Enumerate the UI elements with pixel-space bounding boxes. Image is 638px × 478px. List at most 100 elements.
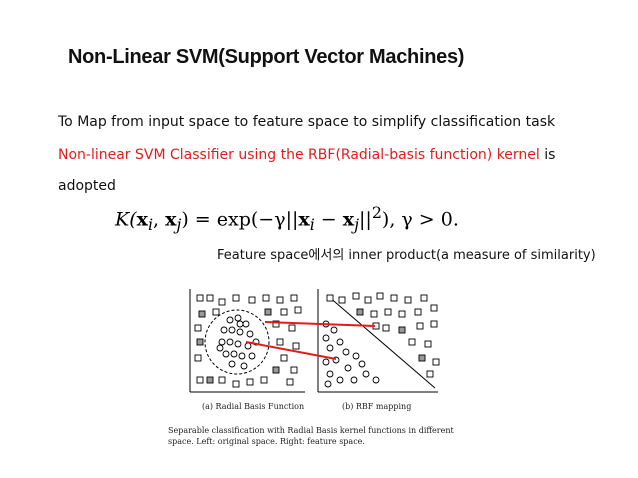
circle-point (362, 370, 370, 378)
square-point (196, 338, 204, 346)
circle-point (248, 352, 256, 360)
figure-caption: Separable classification with Radial Bas… (168, 426, 454, 446)
square-point (248, 296, 256, 304)
circle-point (218, 338, 226, 346)
square-point (352, 292, 360, 300)
square-point (272, 320, 280, 328)
body-line-2-rest: is (539, 147, 556, 163)
square-point (416, 322, 424, 330)
rbf-boundary (204, 309, 270, 375)
circle-point (240, 362, 248, 370)
square-point (398, 310, 406, 318)
linear-separator (327, 295, 436, 389)
figure-caption-a: (a) Radial Basis Function (202, 402, 305, 411)
circle-point (336, 376, 344, 384)
square-point (264, 308, 272, 316)
square-point (290, 294, 298, 302)
rbf-kernel-formula: K(xi, xj) = exp(−γ||xi − xj||2), γ > 0. (115, 203, 459, 235)
square-point (194, 324, 202, 332)
circle-point (242, 320, 250, 328)
square-point (404, 296, 412, 304)
square-point (390, 294, 398, 302)
square-point (290, 366, 298, 374)
square-point (370, 310, 378, 318)
feature-space-panel (317, 289, 440, 393)
circle-point (226, 316, 234, 324)
slide-title: Non-Linear SVM(Support Vector Machines) (68, 46, 465, 68)
circle-point (358, 360, 366, 368)
square-point (364, 296, 372, 304)
circle-point (326, 344, 334, 352)
circle-point (230, 350, 238, 358)
circle-point (234, 314, 242, 322)
highlighted-text: Non-linear SVM Classifier using the RBF(… (58, 147, 540, 163)
circle-point (222, 350, 230, 358)
mapping-arrow-1 (264, 321, 376, 327)
square-point (272, 366, 280, 374)
circle-point (342, 348, 350, 356)
circle-point (336, 338, 344, 346)
square-point (294, 306, 302, 314)
square-point (408, 338, 416, 346)
square-point (246, 378, 254, 386)
square-point (384, 308, 392, 316)
square-point (218, 376, 226, 384)
circle-point (322, 334, 330, 342)
square-point (198, 310, 206, 318)
original-space-panel (189, 289, 305, 393)
square-point (262, 294, 270, 302)
circle-point (326, 370, 334, 378)
square-point (276, 338, 284, 346)
square-point (232, 294, 240, 302)
square-point (398, 326, 406, 334)
circle-point (244, 342, 252, 350)
square-point (376, 292, 384, 300)
circle-point (238, 352, 246, 360)
circle-point (234, 340, 242, 348)
circle-point (216, 344, 224, 352)
circle-point (372, 376, 380, 384)
square-point (326, 294, 334, 302)
square-point (288, 324, 296, 332)
square-point (218, 298, 226, 306)
square-point (432, 358, 440, 366)
square-point (424, 340, 432, 348)
square-point (232, 380, 240, 388)
figure-caption-b: (b) RBF mapping (342, 402, 412, 411)
circle-point (322, 358, 330, 366)
square-point (382, 324, 390, 332)
circle-point (228, 360, 236, 368)
square-point (426, 370, 434, 378)
circle-point (228, 326, 236, 334)
square-point (196, 294, 204, 302)
circle-point (324, 380, 332, 388)
circle-point (220, 326, 228, 334)
square-point (196, 376, 204, 384)
square-point (206, 376, 214, 384)
similarity-note: Feature space에서의 inner product(a measure… (217, 248, 596, 263)
circle-point (350, 376, 358, 384)
circle-point (236, 320, 244, 328)
circle-point (236, 328, 244, 336)
circle-point (246, 330, 254, 338)
circle-point (226, 338, 234, 346)
square-point (194, 354, 202, 362)
square-point (280, 354, 288, 362)
square-point (430, 304, 438, 312)
square-point (430, 320, 438, 328)
circle-point (344, 364, 352, 372)
square-point (292, 342, 300, 350)
square-point (276, 296, 284, 304)
square-point (260, 376, 268, 384)
body-line-3: adopted (58, 178, 116, 194)
square-point (206, 294, 214, 302)
circle-point (352, 352, 360, 360)
rbf-mapping-figure (189, 289, 440, 393)
body-line-2: Non-linear SVM Classifier using the RBF(… (58, 147, 555, 163)
square-point (420, 294, 428, 302)
body-line-1: To Map from input space to feature space… (58, 114, 556, 130)
square-point (414, 308, 422, 316)
square-point (338, 296, 346, 304)
square-point (280, 308, 288, 316)
square-point (356, 308, 364, 316)
